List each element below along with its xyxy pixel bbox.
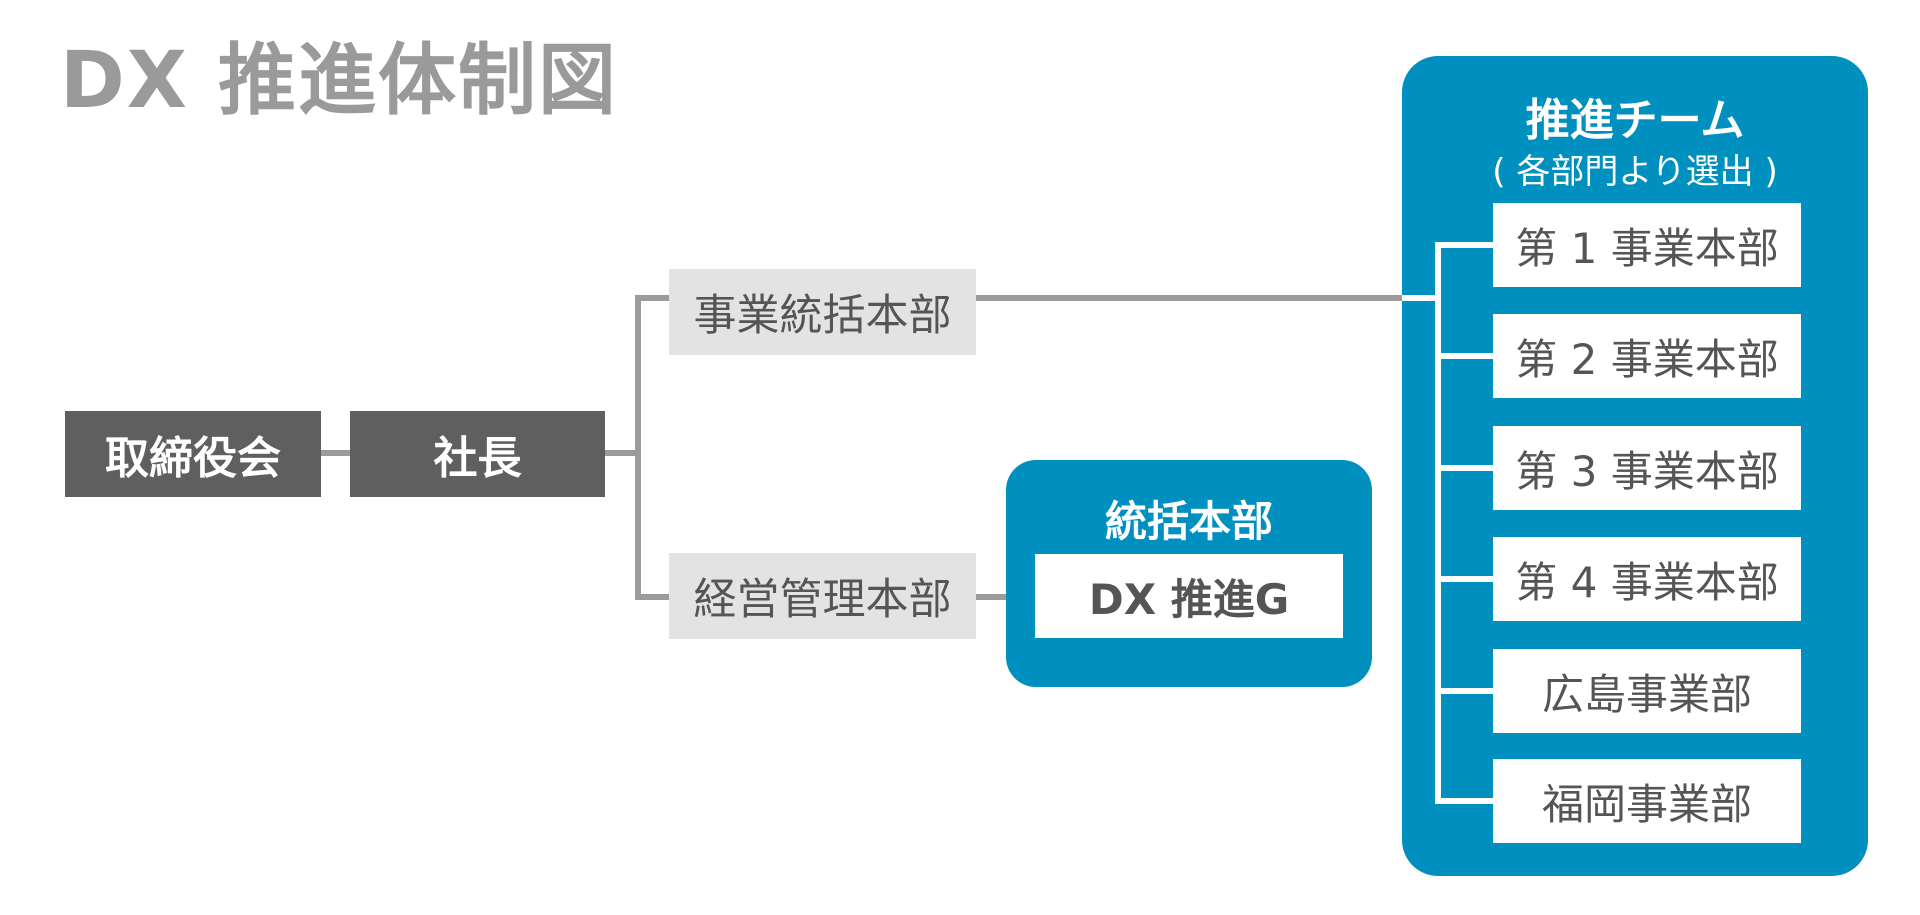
team-tick-3 (1435, 465, 1495, 471)
team-member-label: 福岡事業部 (1541, 779, 1752, 829)
president-box: 社長 (350, 411, 605, 497)
team-tick-4 (1435, 576, 1495, 582)
connector-to-business-hq (635, 295, 670, 301)
connector-to-management-hq (635, 594, 670, 600)
connector-business-to-team (975, 295, 1407, 301)
team-tick-1 (1435, 242, 1495, 248)
connector-branch-vertical (635, 295, 641, 600)
team-tick-6 (1435, 798, 1495, 804)
team-member-6: 福岡事業部 (1493, 759, 1801, 843)
team-subtitle: ( 各部門より選出 ) (1492, 152, 1778, 192)
team-member-label: 第 1 事業本部 (1515, 223, 1779, 273)
team-member-3: 第 3 事業本部 (1493, 426, 1801, 510)
general-hq-title: 統括本部 (1104, 497, 1273, 546)
business-hq-label: 事業統括本部 (693, 291, 952, 341)
management-hq-box: 経営管理本部 (669, 553, 976, 639)
team-member-label: 第 3 事業本部 (1515, 446, 1779, 496)
team-member-4: 第 4 事業本部 (1493, 537, 1801, 621)
team-member-label: 第 2 事業本部 (1515, 334, 1779, 384)
team-title: 推進チーム (1525, 95, 1745, 146)
dx-group-label: DX 推進G (1088, 574, 1290, 624)
connector-board-president (321, 450, 352, 456)
business-hq-box: 事業統括本部 (669, 269, 976, 355)
team-member-1: 第 1 事業本部 (1493, 203, 1801, 287)
team-bracket-vertical (1435, 242, 1441, 804)
general-hq-panel: 統括本部 DX 推進G (1006, 460, 1372, 687)
team-member-5: 広島事業部 (1493, 649, 1801, 733)
diagram-title: DX 推進体制図 (60, 36, 619, 126)
team-bracket-entry (1402, 295, 1441, 301)
dx-group-box: DX 推進G (1035, 554, 1343, 638)
promotion-team-panel: 推進チーム ( 各部門より選出 ) 第 1 事業本部 第 2 事業本部 第 3 … (1402, 56, 1868, 876)
team-tick-5 (1435, 688, 1495, 694)
team-member-2: 第 2 事業本部 (1493, 314, 1801, 398)
team-member-label: 広島事業部 (1541, 669, 1752, 719)
president-label: 社長 (433, 433, 522, 484)
team-tick-2 (1435, 353, 1495, 359)
board-label: 取締役会 (105, 433, 281, 484)
connector-management-to-general (975, 594, 1035, 600)
board-box: 取締役会 (65, 411, 321, 497)
management-hq-label: 経営管理本部 (693, 575, 952, 625)
connector-president-branch (605, 450, 640, 456)
team-member-label: 第 4 事業本部 (1515, 557, 1779, 607)
